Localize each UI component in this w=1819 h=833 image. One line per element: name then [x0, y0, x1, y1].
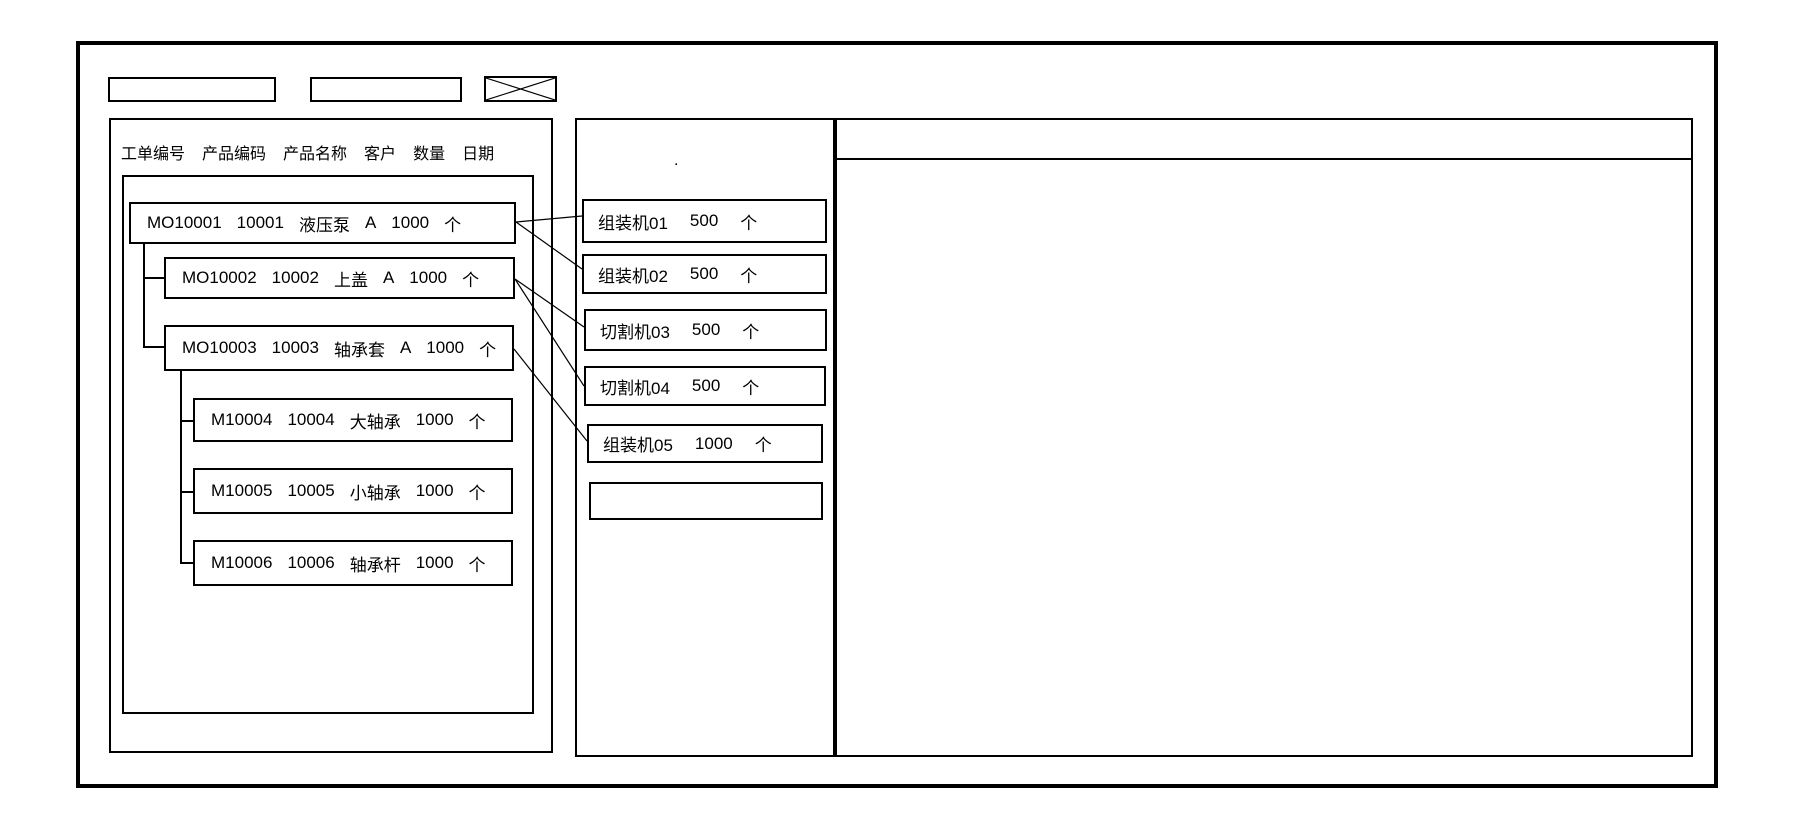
- wo-product-code: 10006: [287, 553, 335, 572]
- tree-connector-line: [143, 277, 164, 279]
- machine-qty: 500: [689, 264, 719, 283]
- tree-connector-line: [180, 491, 193, 493]
- work-order-row[interactable]: MO10001 10001 液压泵 A 1000 个: [129, 202, 516, 244]
- machine-unit: 个: [740, 266, 758, 286]
- wo-unit: 个: [468, 412, 486, 432]
- wo-product-name: 液压泵: [298, 215, 350, 235]
- machine-row[interactable]: 组装机01 500 个: [582, 199, 827, 243]
- wo-unit: 个: [468, 555, 486, 575]
- tree-connector-line: [143, 346, 164, 348]
- tree-connector-line: [180, 562, 193, 564]
- wo-product-name: 上盖: [333, 270, 368, 290]
- machine-name: 组装机01: [598, 213, 668, 233]
- wo-qty: 1000: [426, 338, 465, 357]
- header-product-code: 产品编码: [202, 146, 267, 163]
- machine-row[interactable]: 切割机04 500 个: [584, 366, 826, 406]
- wo-unit: 个: [444, 215, 462, 235]
- machine-qty: 500: [689, 211, 719, 230]
- machine-name: 切割机04: [600, 378, 670, 398]
- wo-qty: 1000: [415, 481, 454, 500]
- wo-id: MO10002: [182, 268, 257, 287]
- machine-row[interactable]: 组装机02 500 个: [582, 254, 827, 294]
- wo-unit: 个: [479, 340, 497, 360]
- wo-product-name: 轴承套: [333, 340, 385, 360]
- wo-id: M10004: [211, 410, 273, 429]
- tree-connector-line: [180, 420, 193, 422]
- work-order-row[interactable]: MO10002 10002 上盖 A 1000 个: [164, 257, 515, 299]
- machine-unit: 个: [742, 378, 760, 398]
- work-order-row[interactable]: M10004 10004 大轴承 1000 个: [193, 398, 513, 442]
- wo-product-name: 大轴承: [349, 412, 401, 432]
- machine-unit: 个: [740, 213, 758, 233]
- tree-connector-line: [143, 244, 145, 348]
- wo-customer: A: [364, 213, 377, 232]
- machine-unit: 个: [754, 436, 772, 455]
- wo-customer: A: [382, 268, 395, 287]
- machine-panel-dot: .: [674, 152, 679, 169]
- work-order-tree-container: [122, 175, 534, 714]
- work-order-row[interactable]: M10005 10005 小轴承 1000 个: [193, 468, 513, 514]
- tree-connector-line: [180, 371, 182, 564]
- machine-unit: 个: [742, 322, 760, 342]
- header-customer: 客户: [364, 146, 397, 163]
- work-order-row[interactable]: M10006 10006 轴承杆 1000 个: [193, 540, 513, 586]
- schedule-header-divider: [837, 158, 1691, 160]
- schedule-panel: [835, 118, 1693, 757]
- toolbar-field-1[interactable]: [108, 77, 276, 102]
- header-quantity: 数量: [413, 146, 446, 163]
- wo-id: MO10001: [147, 213, 222, 232]
- wo-customer: A: [399, 338, 412, 357]
- work-order-table-header: 工单编号 产品编码 产品名称 客户 数量 日期: [121, 141, 494, 163]
- work-order-row[interactable]: MO10003 10003 轴承套 A 1000 个: [164, 325, 514, 371]
- machine-name: 组装机05: [603, 436, 673, 455]
- close-button[interactable]: [484, 76, 557, 102]
- wo-id: M10005: [211, 481, 273, 500]
- wo-qty: 1000: [415, 410, 454, 429]
- wo-product-code: 10005: [287, 481, 335, 500]
- wo-product-code: 10003: [271, 338, 319, 357]
- wo-product-code: 10002: [271, 268, 319, 287]
- wo-qty: 1000: [409, 268, 448, 287]
- header-product-name: 产品名称: [283, 146, 348, 163]
- wo-product-code: 10004: [287, 410, 335, 429]
- machine-row[interactable]: 组装机05 1000 个: [587, 424, 823, 463]
- wo-product-code: 10001: [236, 213, 284, 232]
- header-work-order-no: 工单编号: [121, 146, 186, 163]
- header-date: 日期: [462, 146, 495, 163]
- machine-qty: 500: [691, 376, 721, 395]
- wo-product-name: 小轴承: [349, 483, 401, 503]
- wo-qty: 1000: [391, 213, 430, 232]
- machine-qty: 1000: [694, 433, 733, 453]
- machine-name: 切割机03: [600, 322, 670, 342]
- wo-product-name: 轴承杆: [349, 555, 401, 575]
- wo-id: MO10003: [182, 338, 257, 357]
- window-frame: [76, 41, 1718, 788]
- wo-id: M10006: [211, 553, 273, 572]
- wo-unit: 个: [468, 483, 486, 503]
- toolbar-field-2[interactable]: [310, 77, 462, 102]
- wo-unit: 个: [462, 270, 480, 290]
- wo-qty: 1000: [415, 553, 454, 572]
- machine-name: 组装机02: [598, 266, 668, 286]
- schedule-content: [837, 160, 1691, 755]
- machine-row[interactable]: 切割机03 500 个: [584, 309, 827, 351]
- machine-row-empty[interactable]: [589, 482, 823, 520]
- crossed-box-icon: [486, 78, 555, 100]
- machine-qty: 500: [691, 320, 721, 339]
